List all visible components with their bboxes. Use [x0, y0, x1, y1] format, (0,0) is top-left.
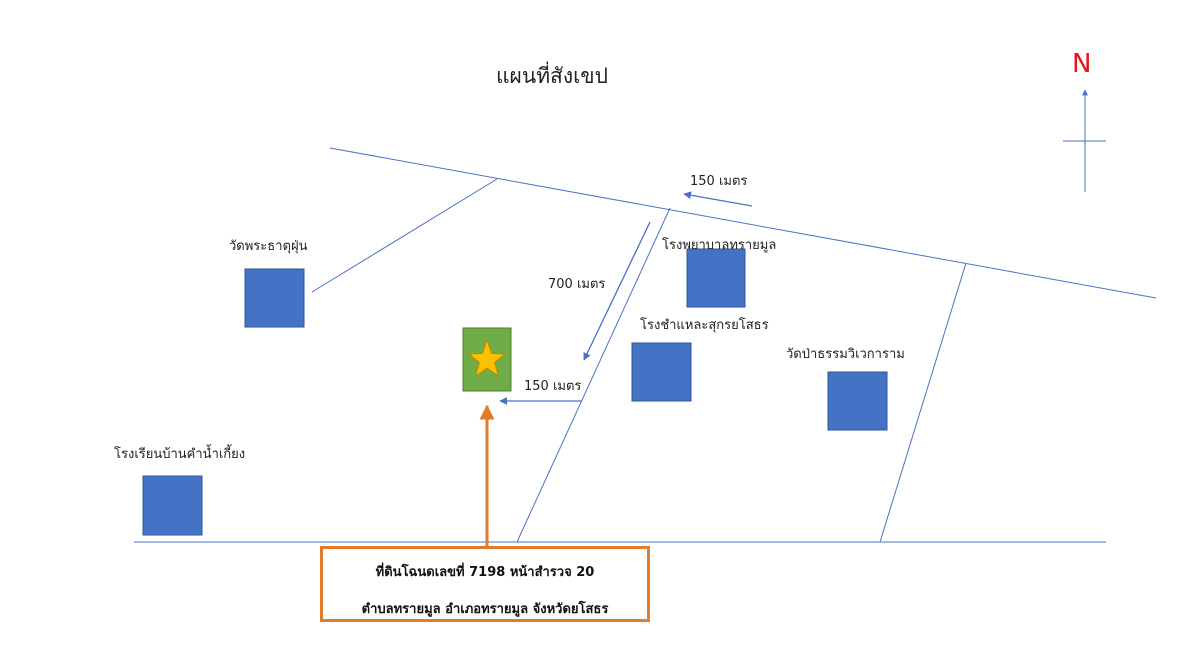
- road-main-diagonal: [329, 147, 1157, 299]
- building-school: [142, 475, 203, 536]
- road-center: [516, 207, 671, 543]
- building-hospital: [686, 248, 746, 308]
- label-distance-top: 150 เมตร: [690, 174, 748, 189]
- arrow-top-150: [683, 191, 753, 207]
- buildings: [142, 248, 888, 536]
- arrow-700: [583, 221, 651, 361]
- road-to-temple: [311, 178, 498, 293]
- roads: [134, 147, 1157, 543]
- star-icon: [467, 338, 507, 378]
- building-slaughterhouse: [631, 342, 692, 402]
- building-temple-phra-that-fun: [244, 268, 305, 328]
- label-school: โรงเรียนบ้านคำน้ำเกี้ยง: [114, 447, 246, 462]
- road-right: [879, 262, 967, 543]
- plot-location-line: ตำบลทรายมูล อำเภอทรายมูล จังหวัดยโสธร: [361, 602, 609, 617]
- label-slaughterhouse: โรงชำแหละสุกรยโสธร: [640, 318, 769, 333]
- distance-arrows: [499, 191, 753, 405]
- map-title: แผนที่สังเขป: [496, 64, 608, 88]
- label-temple-phra-that-fun: วัดพระธาตุฝุ่น: [229, 239, 308, 254]
- north-label: N: [1072, 49, 1092, 79]
- compass-rose: [1063, 89, 1106, 192]
- label-distance-diagonal: 700 เมตร: [548, 277, 606, 292]
- label-temple-pa-tham: วัดป่าธรรมวิเวการาม: [786, 347, 905, 362]
- plot-deed-line: ที่ดินโฉนดเลขที่ 7198 หน้าสำรวจ 20: [375, 565, 595, 580]
- plot-info-callout: ที่ดินโฉนดเลขที่ 7198 หน้าสำรวจ 20 ตำบลท…: [320, 546, 650, 622]
- label-distance-to-plot: 150 เมตร: [524, 379, 582, 394]
- building-temple-pa-tham: [827, 371, 888, 431]
- label-hospital: โรงพยาบาลทรายมูล: [662, 238, 777, 253]
